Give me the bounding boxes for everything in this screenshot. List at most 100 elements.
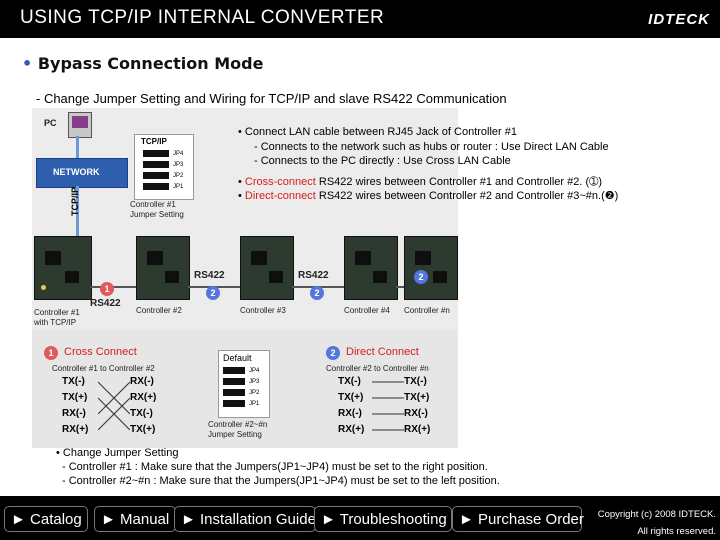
jumper-row bbox=[223, 378, 245, 385]
page-title: USING TCP/IP INTERNAL CONVERTER bbox=[20, 7, 385, 28]
controller-4-label: Controller #4 bbox=[344, 306, 390, 315]
default-title: Default bbox=[223, 353, 252, 363]
rs422-label: RS422 bbox=[194, 270, 225, 281]
pin: TX(-) bbox=[338, 376, 361, 387]
section-title: • Bypass Connection Mode bbox=[22, 54, 263, 73]
cross-right-col: RX(-) RX(+) TX(-) TX(+) bbox=[130, 376, 156, 440]
cross-note: • Cross-connect RS422 wires between Cont… bbox=[238, 175, 603, 188]
direct-left-col: TX(-) TX(+) RX(-) RX(+) bbox=[338, 376, 364, 440]
lan-note-sub: - Connects to the network such as hubs o… bbox=[254, 140, 609, 153]
pin: RX(+) bbox=[62, 424, 89, 435]
cross-wires bbox=[98, 381, 130, 431]
cross-left-col: TX(-) TX(+) RX(-) RX(+) bbox=[62, 376, 88, 440]
pin: TX(-) bbox=[130, 408, 153, 419]
tcpip-jumper-box: TCP/IP JP4 JP3 JP2 JP1 bbox=[134, 134, 194, 200]
pin: RX(+) bbox=[130, 392, 157, 403]
pin: TX(-) bbox=[62, 376, 85, 387]
direct-marker: 2 bbox=[206, 286, 220, 300]
jp-label: JP2 bbox=[249, 390, 260, 396]
direct-connect-header: Controller #2 to Controller #n bbox=[326, 364, 429, 373]
network-box: NETWORK bbox=[36, 158, 128, 188]
lan-note: • Connect LAN cable between RJ45 Jack of… bbox=[238, 126, 518, 138]
rs422-label: RS422 bbox=[90, 298, 121, 309]
jp-label: JP4 bbox=[249, 368, 260, 374]
jumper-row bbox=[223, 367, 245, 374]
pin: RX(-) bbox=[338, 408, 362, 419]
pin: TX(-) bbox=[404, 376, 427, 387]
tcpip-box-title: TCP/IP bbox=[141, 137, 167, 146]
jumper-row bbox=[223, 389, 245, 396]
jumper-row bbox=[143, 150, 169, 157]
jp-label: JP3 bbox=[249, 379, 260, 385]
direct-note-highlight: Direct-connect bbox=[244, 190, 316, 202]
default-jumper-box: Default JP4 JP3 JP2 JP1 bbox=[218, 350, 270, 418]
rs422-wire bbox=[396, 286, 404, 288]
direct-marker: 2 bbox=[414, 270, 428, 284]
pin: TX(+) bbox=[404, 392, 430, 403]
controller-1-label: Controller #1 with TCP/IP bbox=[34, 308, 80, 327]
controller-3-label: Controller #3 bbox=[240, 306, 286, 315]
direct-right-col: TX(-) TX(+) RX(-) RX(+) bbox=[404, 376, 430, 440]
cross-connect-num: 1 bbox=[44, 346, 58, 360]
controller-board-1 bbox=[34, 236, 92, 300]
cross-note-highlight: Cross-connect bbox=[244, 175, 316, 188]
jumper-note-line: - Controller #1 : Make sure that the Jum… bbox=[62, 461, 488, 473]
pin: RX(+) bbox=[404, 424, 431, 435]
network-ctrl1-cable bbox=[76, 186, 79, 236]
jp-label: JP2 bbox=[173, 173, 184, 179]
controller-board-2 bbox=[136, 236, 190, 300]
jumper-row bbox=[223, 400, 245, 407]
controller-2-label: Controller #2 bbox=[136, 306, 182, 315]
purchase-order-button[interactable]: ► Purchase Order bbox=[452, 506, 584, 532]
connection-panel: 1 Cross Connect Controller #1 to Control… bbox=[32, 330, 458, 448]
pc-label: PC bbox=[44, 118, 57, 128]
jp-label: JP4 bbox=[173, 151, 184, 157]
default-caption: Controller #2~#n Jumper Setting bbox=[208, 420, 268, 439]
rs422-label: RS422 bbox=[298, 270, 329, 281]
catalog-button[interactable]: ► Catalog bbox=[4, 506, 88, 532]
connection-notes: • Connect LAN cable between RJ45 Jack of… bbox=[238, 125, 618, 204]
jumper-notes: • Change Jumper Setting - Controller #1 … bbox=[56, 446, 500, 488]
controller-board-4 bbox=[344, 236, 398, 300]
jumper-row bbox=[143, 161, 169, 168]
controller-n-label: Controller #n bbox=[404, 306, 450, 315]
pin: RX(-) bbox=[404, 408, 428, 419]
copyright: Copyright (c) 2008 IDTECK. All rights re… bbox=[598, 506, 716, 540]
jumper-note-line: - Controller #2~#n : Make sure that the … bbox=[62, 475, 500, 487]
pin: RX(-) bbox=[62, 408, 86, 419]
subtitle: - Change Jumper Setting and Wiring for T… bbox=[36, 91, 507, 106]
header-bar: USING TCP/IP INTERNAL CONVERTER IDTECK bbox=[0, 0, 720, 38]
pc-network-cable bbox=[76, 136, 79, 158]
pc-icon bbox=[68, 112, 92, 138]
lan-note-sub: - Connects to the PC directly : Use Cros… bbox=[254, 155, 511, 167]
cross-connect-title: Cross Connect bbox=[64, 346, 137, 358]
controller-board-n bbox=[404, 236, 458, 300]
direct-note: • Direct-connect RS422 wires between Con… bbox=[238, 190, 619, 202]
direct-marker: 2 bbox=[310, 286, 324, 300]
manual-button[interactable]: ► Manual bbox=[94, 506, 176, 532]
jumper-row bbox=[143, 183, 169, 190]
jumper-row bbox=[143, 172, 169, 179]
section-title-text: Bypass Connection Mode bbox=[37, 54, 264, 73]
jp-label: JP1 bbox=[249, 401, 260, 407]
direct-connect-title: Direct Connect bbox=[346, 346, 419, 358]
pin: TX(+) bbox=[338, 392, 364, 403]
troubleshooting-button[interactable]: ► Troubleshooting bbox=[314, 506, 452, 532]
jumper-notes-title: • Change Jumper Setting bbox=[56, 447, 179, 459]
pin: RX(+) bbox=[338, 424, 365, 435]
pin: RX(-) bbox=[130, 376, 154, 387]
jp-label: JP1 bbox=[173, 184, 184, 190]
cross-marker: 1 bbox=[100, 282, 114, 296]
cross-connect-header: Controller #1 to Controller #2 bbox=[52, 364, 155, 373]
network-label: NETWORK bbox=[53, 167, 100, 177]
jp-label: JP3 bbox=[173, 162, 184, 168]
tcpip-vertical-label: TCP/IP bbox=[70, 186, 80, 216]
installation-guide-button[interactable]: ► Installation Guide bbox=[174, 506, 316, 532]
pin: TX(+) bbox=[130, 424, 156, 435]
direct-connect-num: 2 bbox=[326, 346, 340, 360]
idteck-logo: IDTECK bbox=[648, 11, 710, 28]
controller-board-3 bbox=[240, 236, 294, 300]
section-bullet: • bbox=[22, 54, 33, 73]
ctrl1-jumper-label: Controller #1 Jumper Setting bbox=[130, 200, 184, 219]
copyright-line: Copyright (c) 2008 IDTECK. bbox=[597, 509, 716, 520]
